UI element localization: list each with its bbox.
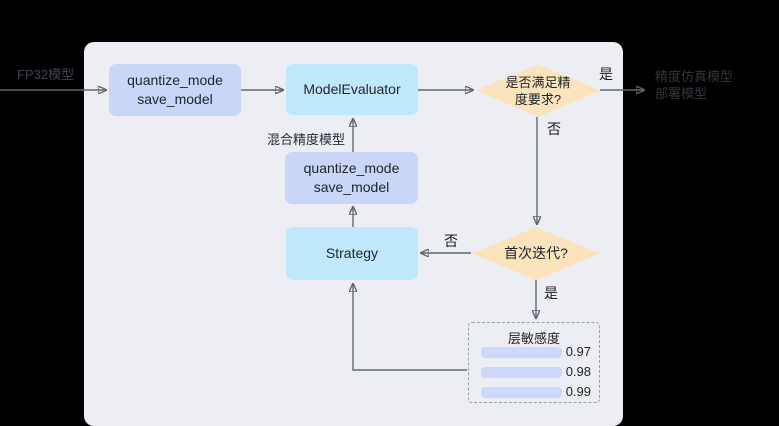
sensitivity-panel: 层敏感度 0.97 0.98 0.99: [468, 322, 600, 403]
sensitivity-title: 层敏感度: [507, 331, 560, 346]
node-quantize-save-1: quantize_mode save_model: [109, 64, 241, 116]
node-model-evaluator: ModelEvaluator: [286, 64, 418, 115]
node-quantize-save-1-line1: quantize_mode: [127, 72, 223, 88]
label-fp32-model: FP32模型: [17, 67, 75, 82]
node-quantize-save-2-line1: quantize_mode: [303, 160, 400, 176]
node-quantize-save-1-line2: save_model: [137, 91, 213, 107]
sensitivity-bar: [481, 347, 562, 358]
decision-accuracy-line1: 是否满足精: [505, 74, 571, 90]
decision-accuracy-line2: 度要求?: [514, 91, 562, 107]
node-quantize-save-2-line2: save_model: [313, 179, 390, 195]
edge-label-first-iter-no: 否: [444, 233, 458, 249]
sensitivity-bar: [481, 367, 562, 378]
label-mixed-precision-model: 混合精度模型: [267, 132, 346, 147]
sensitivity-value: 0.97: [565, 344, 591, 359]
label-output-models: 精度仿真模型 部署模型: [655, 68, 733, 102]
edge-label-accuracy-no: 否: [547, 121, 561, 137]
node-quantize-save-2: quantize_mode save_model: [285, 152, 418, 204]
label-output-deploy-model: 部署模型: [655, 86, 708, 101]
edge-label-accuracy-yes: 是: [599, 66, 613, 82]
node-model-evaluator-label: ModelEvaluator: [303, 81, 401, 97]
node-strategy: Strategy: [286, 227, 418, 280]
sensitivity-value: 0.99: [565, 384, 591, 399]
decision-first-iteration-label: 首次迭代?: [504, 245, 568, 261]
sensitivity-bar: [481, 387, 562, 398]
edge-label-first-iter-yes: 是: [544, 285, 558, 301]
label-output-sim-model: 精度仿真模型: [655, 69, 734, 84]
node-strategy-label: Strategy: [325, 245, 379, 261]
sensitivity-value: 0.98: [565, 364, 591, 379]
